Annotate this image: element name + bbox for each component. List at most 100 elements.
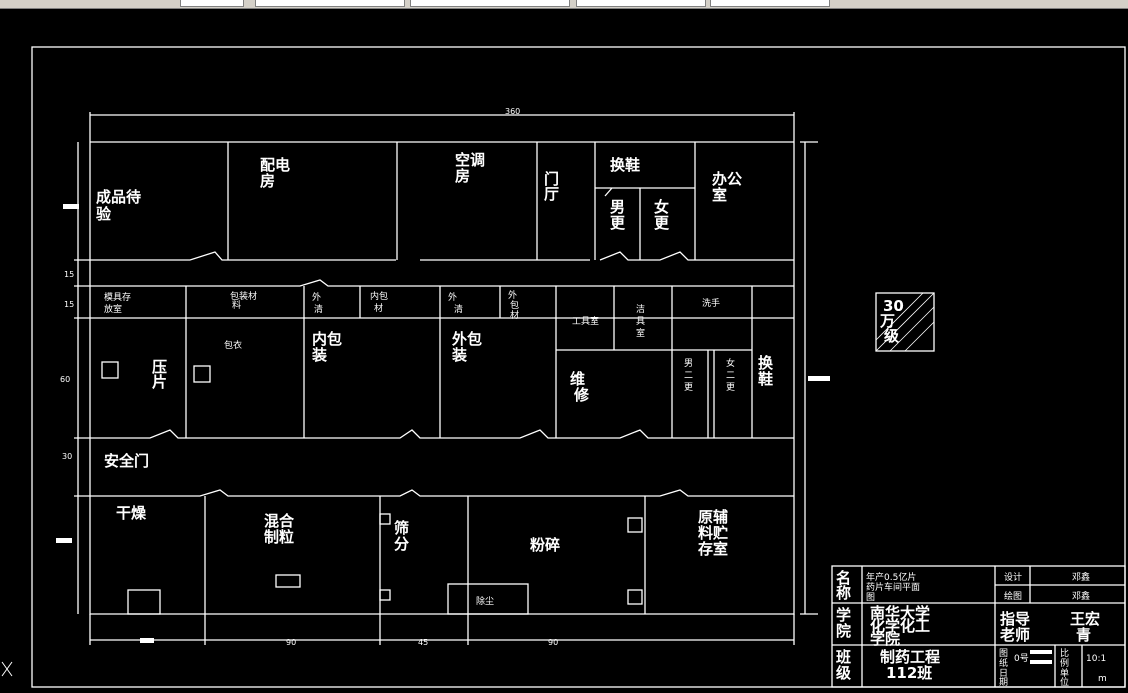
toolbar-strip xyxy=(0,0,1128,9)
toolbar-field-3[interactable] xyxy=(410,0,570,7)
room-cleaning-line2: 具 xyxy=(636,316,645,327)
room-press-line1: 压 xyxy=(152,358,167,376)
tb-sheet-label-1: 图 xyxy=(999,648,1008,659)
equipment-square xyxy=(627,517,643,533)
room-office-line2: 室 xyxy=(712,186,727,204)
room-womens-wc2-line2: 二 xyxy=(726,371,735,381)
tb-name-label-2: 称 xyxy=(836,584,851,602)
building-outline xyxy=(89,142,795,615)
dim-bottom-3: 90 xyxy=(548,638,558,647)
tb-design-value: 邓鑫 xyxy=(1072,571,1090,583)
room-press-line2: 片 xyxy=(152,373,167,391)
dim-row-3: 60 xyxy=(60,375,70,384)
room-mens-wc-line1: 男 xyxy=(610,198,625,216)
tb-scale-label-2: 例 xyxy=(1060,657,1069,669)
tb-class-label-2: 级 xyxy=(836,664,852,682)
axis-marker xyxy=(56,538,72,543)
room-mens-wc2-line1: 男 xyxy=(684,358,693,369)
room-outer-material-line1: 外 xyxy=(508,289,517,301)
toolbar-field-2[interactable] xyxy=(255,0,405,7)
row4-walls xyxy=(204,496,646,614)
room-inner-material-line2: 材 xyxy=(374,302,383,314)
row1-walls xyxy=(227,142,696,260)
room-change-shoes2-line2: 鞋 xyxy=(758,370,773,388)
tb-school-value-1: 南华大学 xyxy=(870,604,930,622)
dim-row-1: 15 xyxy=(64,270,74,279)
dim-top: 360 xyxy=(505,107,520,116)
room-maintenance-line2: 修 xyxy=(573,386,590,404)
legend-line3: 级 xyxy=(884,327,900,345)
room-drying: 干燥 xyxy=(116,504,147,522)
tb-unit-label-1: 单 xyxy=(1060,667,1069,679)
equipment-square xyxy=(627,589,643,605)
dim-bottom-2: 45 xyxy=(418,638,428,647)
room-mix-line2: 制粒 xyxy=(264,528,294,546)
room-outer-clean2-line2: 清 xyxy=(454,303,463,315)
axis-marker xyxy=(140,638,154,643)
tb-design-label: 设计 xyxy=(1004,571,1022,583)
equipment-square xyxy=(379,589,391,601)
legend-line2: 万 xyxy=(879,312,895,330)
room-tool: 工具室 xyxy=(572,315,599,327)
tb-scale-label-1: 比 xyxy=(1060,647,1069,659)
dust-room xyxy=(447,583,529,615)
room-mens-wc2-line3: 更 xyxy=(684,382,693,393)
bottom-dimension-line xyxy=(89,614,795,645)
tb-school-value-3: 学院 xyxy=(870,630,900,648)
tb-class-value-2: 112班 xyxy=(886,664,932,682)
room-finished-goods-line1: 成品待 xyxy=(96,188,141,206)
room-lobby-line1: 门 xyxy=(544,170,559,188)
room-sieve-line2: 分 xyxy=(394,535,409,553)
toolbar-field-5[interactable] xyxy=(710,0,830,7)
row2-walls xyxy=(185,286,753,438)
room-womens-wc2-line3: 更 xyxy=(726,382,735,393)
corridor2-bottom-wall xyxy=(90,489,794,497)
ucs-icon xyxy=(1,661,13,677)
tb-name-label-1: 名 xyxy=(836,569,851,587)
room-womens-wc-line2: 更 xyxy=(654,214,670,232)
dim-row-2: 15 xyxy=(64,300,74,309)
room-change-shoes2-line1: 换 xyxy=(758,354,774,372)
toolbar-field-4[interactable] xyxy=(576,0,706,7)
safety-door-label: 安全门 xyxy=(104,452,149,470)
room-womens-wc2-line1: 女 xyxy=(726,357,735,369)
room-sieve-line1: 筛 xyxy=(394,519,409,537)
top-dimension-line xyxy=(89,112,795,142)
tb-date-label-1: 日 xyxy=(999,668,1008,679)
room-cleaning-line3: 室 xyxy=(636,327,645,339)
room-ac-line2: 房 xyxy=(455,167,470,185)
tb-unit-value: m xyxy=(1098,674,1107,684)
tb-school-label-1: 学 xyxy=(836,606,851,624)
tb-date-label-2: 期 xyxy=(999,677,1008,688)
room-power-line2: 房 xyxy=(260,172,275,190)
room-raw-line1: 原辅 xyxy=(698,508,728,526)
title-bar-mark xyxy=(1030,650,1052,654)
room-outer-material-line3: 材 xyxy=(510,309,519,321)
corridor2-top-wall xyxy=(90,429,794,439)
tb-sheet-label-2: 纸 xyxy=(999,657,1008,669)
room-outer-clean1-line1: 外 xyxy=(312,291,321,303)
equipment-square xyxy=(127,589,161,615)
room-crushing: 粉碎 xyxy=(530,536,560,554)
room-dust: 除尘 xyxy=(476,595,494,607)
room-mix-line1: 混合 xyxy=(264,512,295,530)
row3-walls xyxy=(556,349,752,438)
cad-drawing-canvas[interactable]: 360 15 15 60 30 90 45 90 成品待 验 配电 房 空调 房… xyxy=(0,8,1128,693)
room-outer-clean1-line2: 清 xyxy=(314,303,323,315)
dim-row-4: 30 xyxy=(62,452,72,461)
tb-advisor-value-2: 青 xyxy=(1076,626,1091,644)
right-dimension-line xyxy=(800,141,818,615)
corridor-top-wall xyxy=(90,251,794,261)
room-ac-line1: 空调 xyxy=(455,151,485,169)
toolbar-field-1[interactable] xyxy=(180,0,244,7)
equipment-square xyxy=(193,365,211,383)
room-inner-material-line1: 内包 xyxy=(370,290,388,302)
room-pack-line2: 料 xyxy=(232,299,241,311)
tb-draw-value: 邓鑫 xyxy=(1072,590,1090,602)
tb-name-value-3: 图 xyxy=(866,592,875,603)
tb-draw-label: 绘图 xyxy=(1004,590,1022,602)
room-raw-line3: 存室 xyxy=(698,540,728,558)
tb-school-label-2: 院 xyxy=(836,622,851,640)
title-block xyxy=(831,565,1126,688)
tb-name-value-2: 药片车间平面 xyxy=(866,581,920,593)
